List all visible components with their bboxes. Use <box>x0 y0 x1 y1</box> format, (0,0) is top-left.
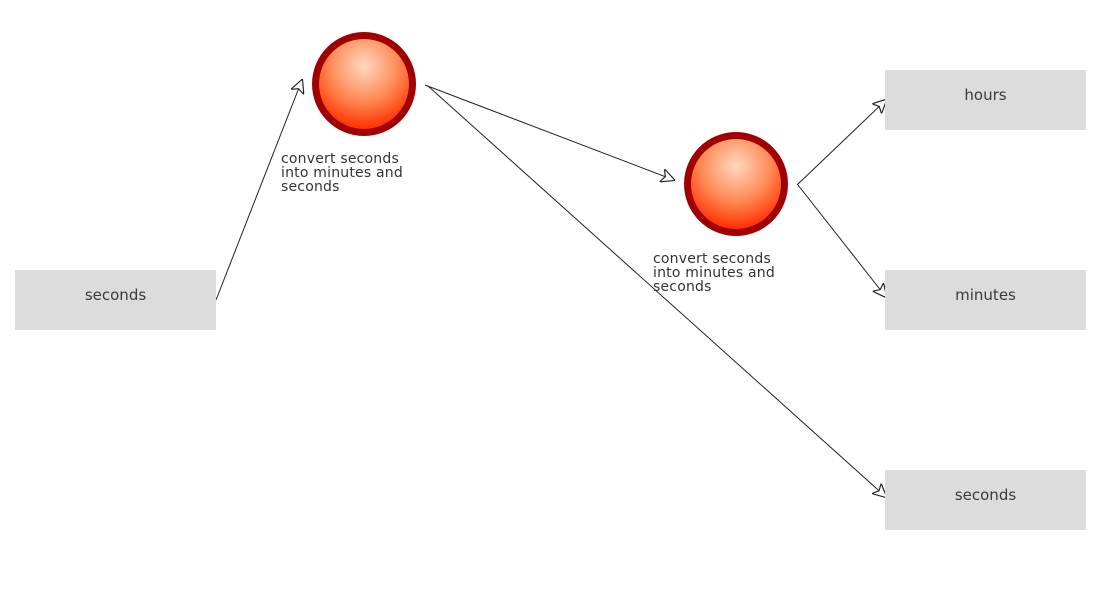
edge-input-to-process-1 <box>215 80 302 301</box>
process-2-label: convert seconds into minutes and seconds <box>653 251 775 295</box>
output-box-label: hours <box>964 86 1007 104</box>
output-box-label: minutes <box>955 286 1016 304</box>
process-node-1[interactable] <box>312 32 416 136</box>
output-box-seconds[interactable]: seconds <box>885 470 1086 530</box>
edge-process-2-to-output-hours <box>796 100 886 186</box>
output-box-hours[interactable]: hours <box>885 70 1086 130</box>
input-box-label: seconds <box>84 286 147 304</box>
output-box-label: seconds <box>954 486 1017 504</box>
edge-process-1-to-process-2 <box>424 84 674 180</box>
process-node-2[interactable] <box>684 132 788 236</box>
input-box-seconds[interactable]: seconds <box>15 270 216 330</box>
process-1-label: convert seconds into minutes and seconds <box>281 151 403 195</box>
edge-process-1-to-output-seconds <box>427 85 886 497</box>
edge-process-2-to-output-minutes <box>797 184 886 297</box>
output-box-minutes[interactable]: minutes <box>885 270 1086 330</box>
